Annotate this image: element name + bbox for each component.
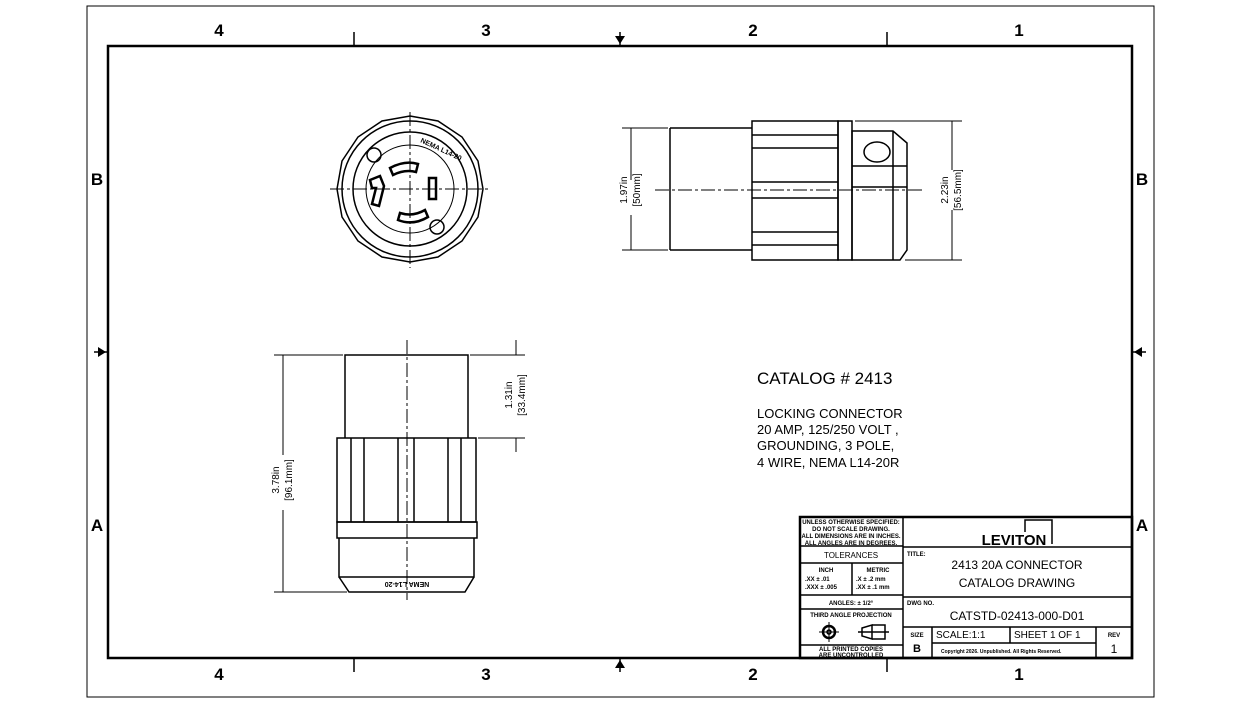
bottom-dim-total-mm: [96.1mm]	[284, 459, 295, 501]
zone-col-4-top: 4	[214, 21, 224, 40]
scale: SCALE:1:1	[936, 630, 986, 641]
rev-value: 1	[1111, 642, 1118, 656]
printed-copies-line: ALL PRINTED COPIES	[819, 647, 883, 653]
bottom-dim-top-mm: [33.4mm]	[517, 374, 528, 416]
zone-col-1-bottom: 1	[1014, 665, 1023, 684]
catalog-desc-line: 20 AMP, 125/250 VOLT ,	[757, 422, 899, 437]
front-view: NEMA L14-20	[330, 112, 490, 268]
note-line: ALL DIMENSIONS ARE IN INCHES.	[801, 534, 900, 540]
side-view: 1.97in [50mm] 2.23in [56.5mm]	[619, 120, 964, 261]
side-dim-right-in: 2.23in	[940, 176, 951, 203]
catalog-desc-line: 4 WIRE, NEMA L14-20R	[757, 455, 899, 470]
metric-value: .X ± .2 mm	[856, 577, 886, 583]
side-dim-right-mm: [56.5mm]	[953, 169, 964, 211]
drawing-title-line: 2413 20A CONNECTOR	[951, 558, 1083, 572]
side-dim-left-mm: [50mm]	[632, 173, 643, 207]
copyright: Copyright 2026. Unpublished. All Rights …	[941, 649, 1062, 655]
inch-value: .XXX ± .005	[805, 585, 838, 591]
zone-markers: 4 3 2 1 4 3 2 1 B B A A	[91, 21, 1148, 684]
bottom-dim-top-in: 1.31in	[504, 381, 515, 408]
zone-col-3-bottom: 3	[481, 665, 490, 684]
zone-col-2-bottom: 2	[748, 665, 757, 684]
note-line: UNLESS OTHERWISE SPECIFIED:	[802, 520, 900, 526]
outer-border	[86, 5, 1155, 698]
note-line: ALL ANGLES ARE IN DEGREES.	[805, 541, 898, 547]
bottom-dim-total-in: 3.78in	[271, 466, 282, 493]
inch-label: INCH	[819, 568, 834, 574]
inch-value: .XX ± .01	[805, 577, 830, 583]
dwg-no-label: DWG NO.	[907, 601, 934, 607]
drawing-title-line: CATALOG DRAWING	[959, 576, 1075, 590]
size-label: SIZE	[910, 633, 923, 639]
metric-value: .XX ± .1 mm	[856, 585, 890, 591]
zone-col-2-top: 2	[748, 21, 757, 40]
zone-col-4-bottom: 4	[214, 665, 224, 684]
leviton-logo: LEVITON	[982, 519, 1053, 549]
zone-row-b-right: B	[1136, 170, 1148, 189]
title-block: UNLESS OTHERWISE SPECIFIED: DO NOT SCALE…	[798, 515, 1134, 660]
title-label: TITLE:	[907, 552, 926, 558]
printed-copies-line: ARE UNCONTROLLED	[819, 653, 884, 659]
zone-col-3-top: 3	[481, 21, 490, 40]
note-line: DO NOT SCALE DRAWING.	[812, 527, 890, 533]
zone-row-a-right: A	[1136, 516, 1148, 535]
rev-label: REV	[1108, 633, 1120, 639]
third-angle-projection-icon	[819, 622, 889, 642]
catalog-desc-line: GROUNDING, 3 POLE,	[757, 438, 894, 453]
tolerances-label: TOLERANCES	[824, 551, 878, 560]
side-dim-left-in: 1.97in	[619, 176, 630, 203]
svg-text:NEMA L14-20: NEMA L14-20	[385, 580, 430, 587]
logo-text: LEVITON	[982, 532, 1047, 549]
zone-row-b-left: B	[91, 170, 103, 189]
projection-label: THIRD ANGLE PROJECTION	[810, 613, 891, 619]
catalog-title: CATALOG # 2413	[757, 369, 892, 388]
zone-row-a-left: A	[91, 516, 103, 535]
catalog-desc-line: LOCKING CONNECTOR	[757, 406, 903, 421]
size-value: B	[913, 643, 921, 655]
zone-col-1-top: 1	[1014, 21, 1023, 40]
metric-label: METRIC	[867, 568, 891, 574]
sheet: SHEET 1 OF 1	[1014, 630, 1081, 641]
catalog-info: CATALOG # 2413 LOCKING CONNECTOR 20 AMP,…	[757, 369, 903, 470]
drawing-number: CATSTD-02413-000-D01	[950, 609, 1085, 623]
angles-tolerance: ANGLES: ± 1/2°	[829, 601, 874, 607]
bottom-view: NEMA L14-20 3.78in [96.1mm] 1.31in [33.4…	[271, 340, 528, 600]
